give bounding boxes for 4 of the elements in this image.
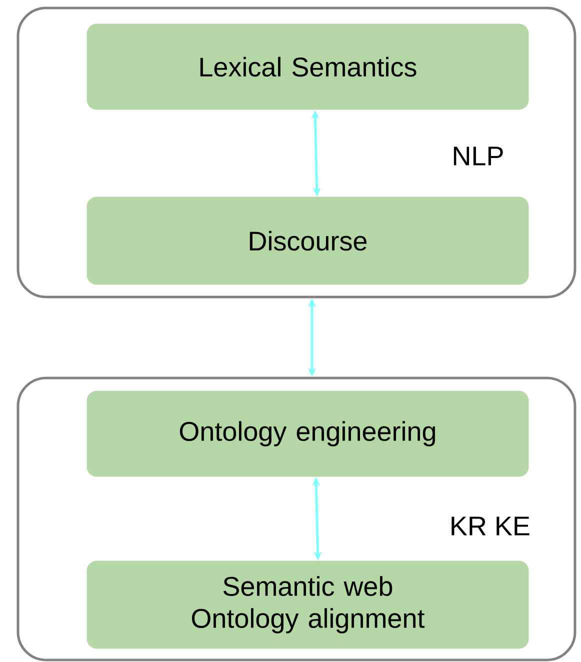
process-box: Semantic web Ontology alignment	[86, 560, 529, 649]
process-box: Ontology engineering	[86, 390, 529, 477]
process-box: Lexical Semantics	[86, 24, 529, 110]
process-box: Discourse	[86, 196, 529, 285]
